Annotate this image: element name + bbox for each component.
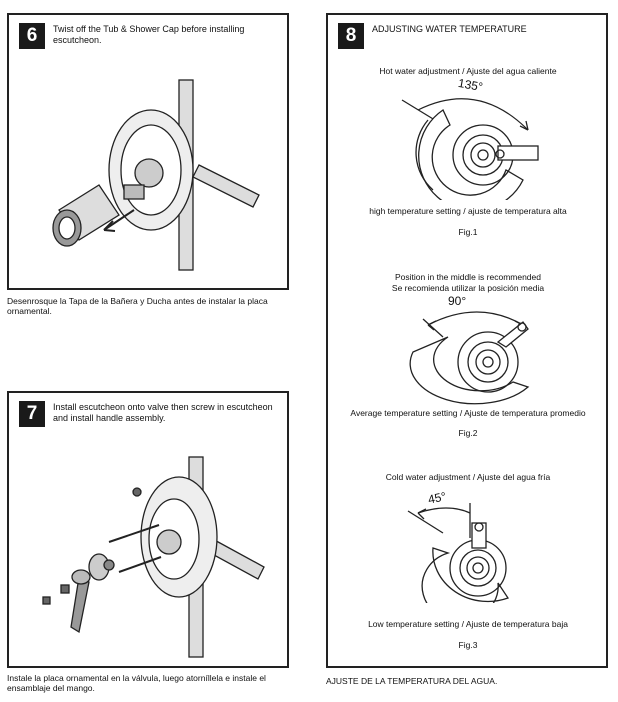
step-7-illustration (42, 456, 265, 658)
step-7-instruction: Install escutcheon onto valve then screw… (53, 402, 273, 423)
step-6-caption: Desenrosque la Tapa de la Bañera y Ducha… (7, 296, 268, 316)
fig1-bottom-label: high temperature setting / ajuste de tem… (369, 206, 567, 216)
step-7-number: 7 (19, 401, 45, 427)
fig3-label: Fig.3 (458, 640, 478, 650)
fig2-label: Fig.2 (458, 428, 478, 438)
fig2-bottom-label: Average temperature setting / Ajuste de … (350, 408, 586, 418)
step-6-number: 6 (19, 23, 45, 49)
step-8-panel: 8 ADJUSTING WATER TEMPERATURE Hot water … (326, 13, 608, 668)
step-7-panel: 7 Install escutcheon onto valve then scr… (7, 391, 289, 668)
step-8-title: ADJUSTING WATER TEMPERATURE (372, 24, 527, 34)
step-6-instruction: Twist off the Tub & Shower Cap before in… (53, 24, 245, 45)
fig3-top-label: Cold water adjustment / Ajuste del agua … (385, 472, 551, 482)
fig1-label: Fig.1 (458, 227, 478, 237)
step-8-caption: AJUSTE DE LA TEMPERATURA DEL AGUA. (326, 676, 498, 686)
fig1-top-label: Hot water adjustment / Ajuste del agua c… (379, 66, 557, 76)
fig3-bottom-label: Low temperature setting / Ajuste de temp… (368, 619, 568, 629)
step-6-illustration (52, 79, 260, 271)
fig2-angle: 90° (448, 294, 467, 308)
fig2-top-label-1: Position in the middle is recommended (395, 272, 541, 282)
fig2-top-label-2: Se recomienda utilizar la posición media (391, 283, 545, 293)
step-6-panel: 6 Twist off the Tub & Shower Cap before … (7, 13, 289, 290)
step-8-number: 8 (338, 23, 364, 49)
fig3-dial (407, 503, 510, 603)
fig1-dial (401, 98, 539, 200)
step-7-caption: Instale la placa ornamental en la válvul… (7, 673, 266, 693)
fig2-dial (409, 311, 530, 405)
